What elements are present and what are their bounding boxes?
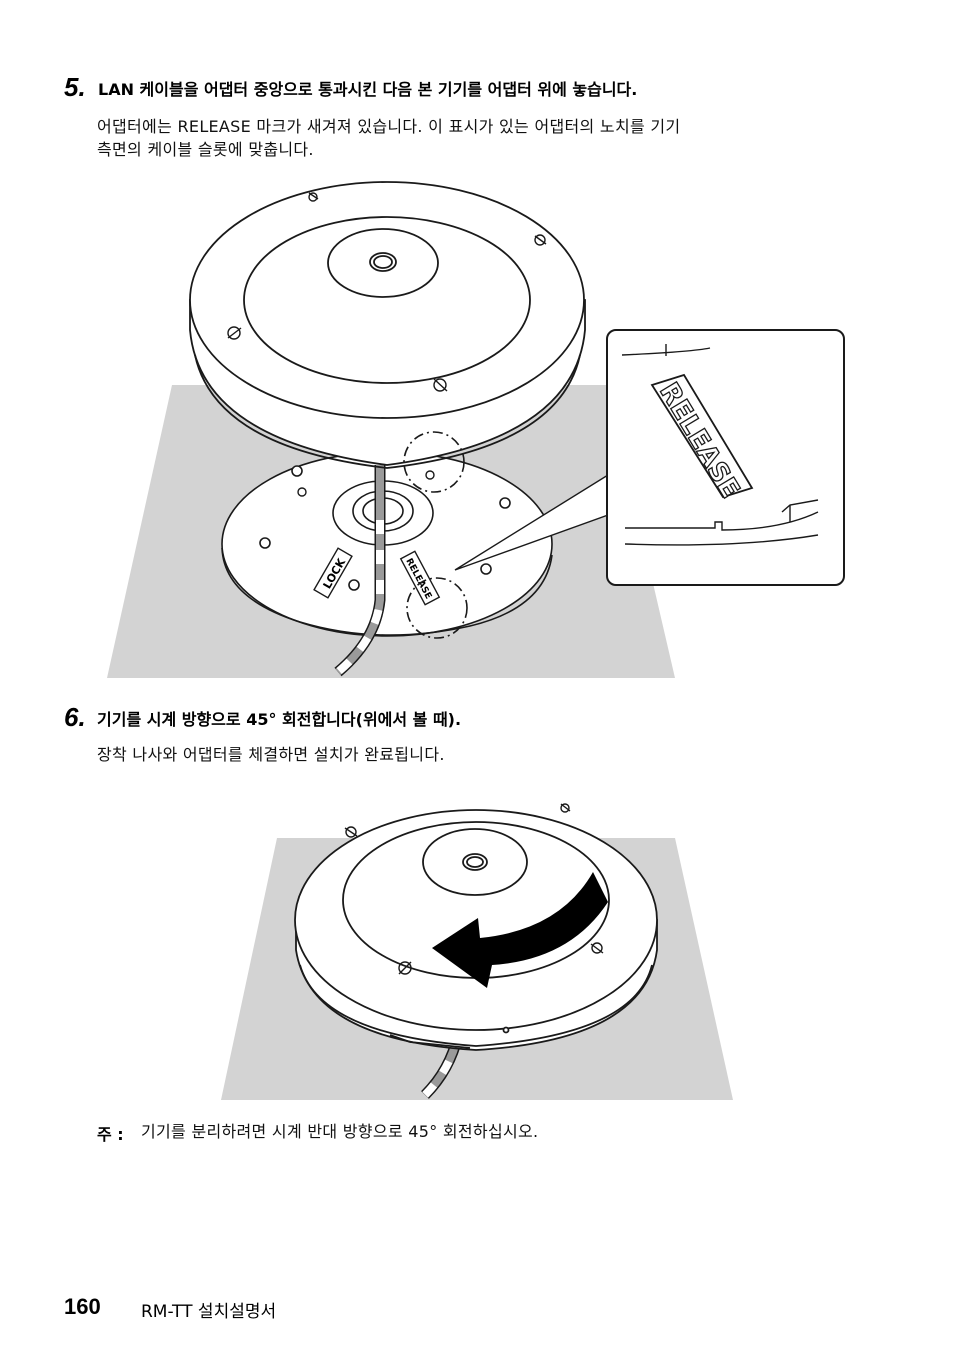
step-5-description-line-2: 측면의 케이블 슬롯에 맞춥니다. — [97, 140, 314, 159]
page-number: 160 — [64, 1294, 101, 1319]
note-text: 기기를 분리하려면 시계 반대 방향으로 45° 회전하십시오. — [141, 1122, 539, 1141]
device-unit — [189, 181, 586, 469]
step-5-title: LAN 케이블을 어댑터 중앙으로 통과시킨 다음 본 기기를 어댑터 위에 놓… — [98, 80, 638, 99]
mic-icon — [344, 803, 604, 975]
step-5-number: 5. — [64, 72, 86, 102]
mic-icon — [227, 192, 547, 497]
zoom-highlight-device — [403, 431, 465, 493]
step-6-title: 기기를 시계 방향으로 45° 회전합니다(위에서 볼 때). — [97, 710, 462, 729]
zoom-highlight-adapter — [406, 577, 468, 639]
step-5-description-line-1: 어댑터에는 RELEASE 마크가 새겨져 있습니다. 이 표시가 있는 어댑터… — [97, 117, 681, 136]
rotation-arrow — [432, 872, 608, 988]
document-title: RM-TT 설치설명서 — [141, 1302, 277, 1322]
step-6-number: 6. — [64, 702, 86, 732]
note-label: 주 : — [97, 1125, 124, 1144]
step-6-description: 장착 나사와 어댑터를 체결하면 설치가 완료됩니다. — [97, 745, 445, 764]
lan-cable — [334, 465, 386, 677]
zoom-detail-box: RELEASE — [606, 329, 845, 586]
